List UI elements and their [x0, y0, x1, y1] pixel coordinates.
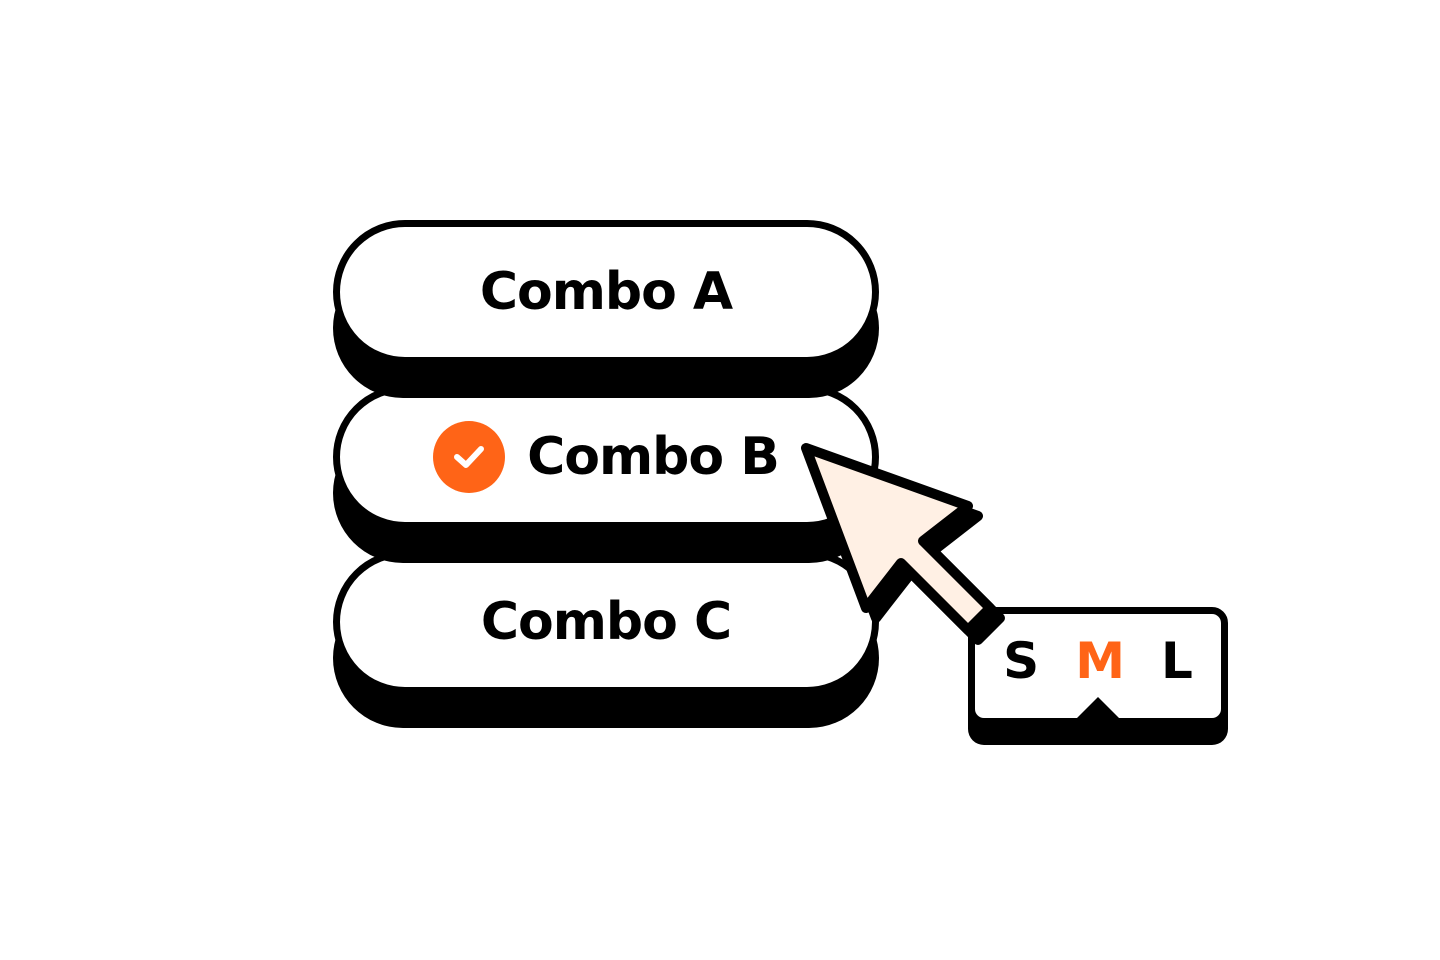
- combo-option-a-label: Combo A: [479, 262, 733, 322]
- size-option-l[interactable]: L: [1160, 632, 1193, 690]
- combo-option-c-label: Combo C: [480, 592, 732, 652]
- size-option-s[interactable]: S: [1003, 632, 1040, 690]
- combo-option-b-label: Combo B: [527, 427, 780, 487]
- size-picker-wrapper: S M L: [968, 607, 1228, 745]
- size-picker-caret-icon: [1076, 697, 1120, 719]
- mouse-cursor-icon: [801, 443, 1005, 645]
- check-circle-icon: [433, 421, 506, 493]
- combo-option-c-wrapper: Combo C: [333, 550, 879, 728]
- combo-option-a-wrapper: Combo A: [333, 220, 879, 398]
- size-option-m[interactable]: M: [1075, 632, 1125, 690]
- combo-option-a[interactable]: Combo A: [333, 220, 879, 364]
